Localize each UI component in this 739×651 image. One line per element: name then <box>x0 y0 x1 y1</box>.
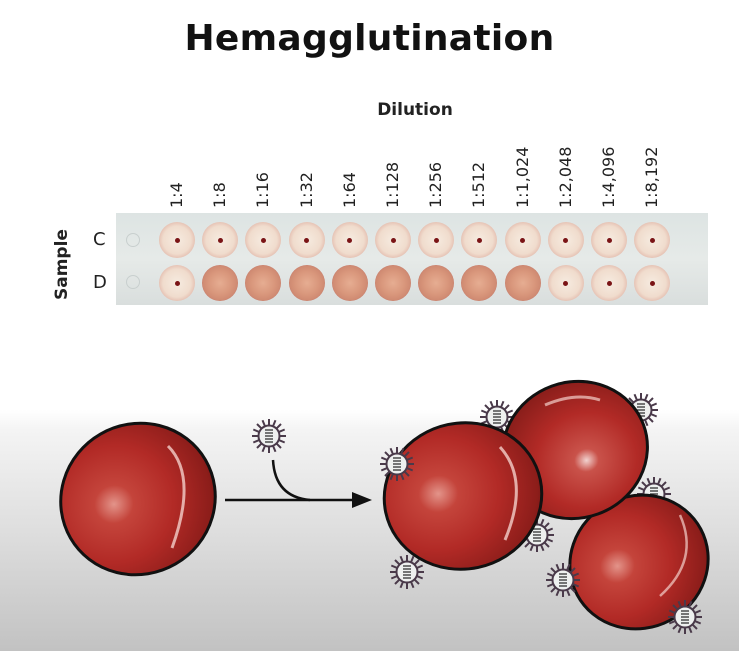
rbc-button-dot <box>563 237 569 243</box>
well-c-9 <box>504 222 541 258</box>
empty-well-ghost <box>126 233 140 247</box>
row-label-d: D <box>93 272 107 293</box>
empty-well-ghost <box>126 275 140 289</box>
agglutinated-cells-icon <box>379 379 710 635</box>
well-c-3 <box>245 222 282 258</box>
well-d-7 <box>418 265 455 301</box>
rbc-button-dot <box>390 237 396 243</box>
rbc-button-dot <box>217 237 223 243</box>
well-c-2 <box>202 222 239 258</box>
rbc-button-dot <box>520 237 526 243</box>
well-d-5 <box>331 265 368 301</box>
rbc-button-dot <box>304 237 310 243</box>
well-c-7 <box>418 222 455 258</box>
rbc-button-dot <box>476 237 482 243</box>
well-c-1 <box>159 222 195 258</box>
well-c-6 <box>375 222 411 258</box>
well-d-12 <box>634 265 671 301</box>
right-arrow-icon <box>225 459 372 508</box>
rbc-button-dot <box>649 237 655 243</box>
well-d-4 <box>288 265 325 301</box>
rbc-button-dot <box>649 280 655 286</box>
well-d-6 <box>375 265 411 301</box>
well-c-8 <box>461 222 498 258</box>
well-c-11 <box>591 222 627 258</box>
microtiter-plate <box>116 213 708 305</box>
rbc-button-dot <box>433 237 439 243</box>
well-c-10 <box>547 222 584 258</box>
rbc-button-dot <box>606 280 612 286</box>
red-blood-cell-icon <box>59 421 217 577</box>
rbc-button-dot <box>260 237 266 243</box>
virus-particle-icon <box>251 418 287 454</box>
rbc-button-dot <box>563 280 569 286</box>
rbc-button-dot <box>174 237 180 243</box>
dilution-axis-title: Dilution <box>377 100 453 120</box>
well-d-2 <box>202 265 239 301</box>
row-label-c: C <box>93 229 106 250</box>
rbc-button-dot <box>347 237 353 243</box>
well-d-9 <box>504 265 541 301</box>
well-c-12 <box>634 222 671 258</box>
well-d-3 <box>245 265 282 301</box>
well-d-11 <box>591 265 627 301</box>
well-d-10 <box>547 265 584 301</box>
well-c-5 <box>331 222 368 258</box>
well-d-8 <box>461 265 498 301</box>
rbc-button-dot <box>174 280 180 286</box>
well-d-1 <box>159 265 195 301</box>
rbc-button-dot <box>606 237 612 243</box>
well-c-4 <box>288 222 325 258</box>
page-title: Hemagglutination <box>184 18 555 59</box>
